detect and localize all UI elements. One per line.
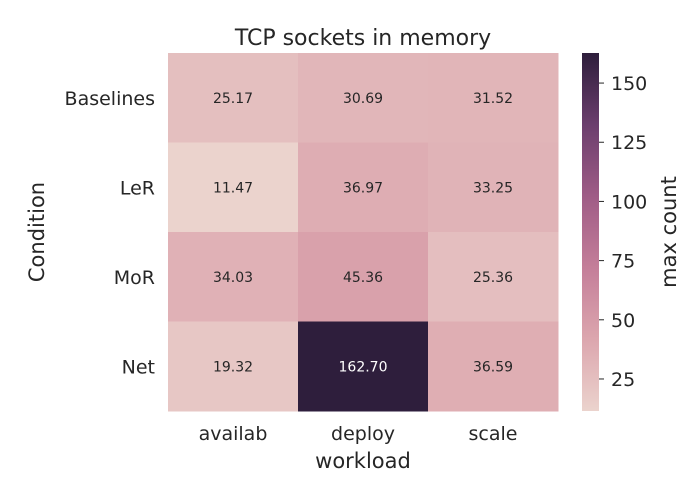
- cell-value-label: 11.47: [213, 180, 253, 196]
- cell-value-label: 19.32: [213, 359, 253, 375]
- heatmap-cell: [428, 321, 559, 412]
- heatmap-cell: [298, 232, 429, 322]
- heatmap-cell: [428, 142, 559, 233]
- x-tick-labels: availab deploy scale: [199, 423, 518, 445]
- colorbar-label: max count: [657, 176, 681, 288]
- cell-value-label: 33.25: [473, 180, 513, 196]
- cell-value-label: 36.97: [343, 180, 383, 196]
- heatmap-cells: 25.17 30.69 31.52 11.47 36.97 33.25 34.03 45.36…: [168, 53, 559, 412]
- colorbar-tick-label: 25: [611, 369, 635, 391]
- cell-value-label: 30.69: [343, 91, 383, 107]
- heatmap-cell: [168, 53, 299, 143]
- cell-value-label: 162.70: [339, 359, 388, 375]
- heatmap-cell: [298, 321, 429, 412]
- y-tick-label: LeR: [120, 177, 155, 199]
- heatmap-cell: [298, 53, 429, 143]
- y-tick-label: MoR: [114, 267, 155, 289]
- x-tick-label: scale: [469, 423, 518, 445]
- cell-value-label: 25.36: [473, 270, 513, 286]
- heatmap-cell: [168, 232, 299, 322]
- cell-value-label: 31.52: [473, 91, 513, 107]
- colorbar-tick-label: 50: [611, 310, 635, 332]
- heatmap-cell: [298, 142, 429, 233]
- y-axis-label: Condition: [25, 182, 49, 282]
- colorbar-tick-label: 125: [611, 132, 647, 154]
- cell-value-label: 34.03: [213, 270, 253, 286]
- x-tick-label: deploy: [331, 423, 395, 445]
- x-axis-label: workload: [315, 449, 411, 473]
- colorbar-ticks: 25 50 75 100 125 150: [599, 73, 647, 391]
- heatmap-cell: [168, 142, 299, 233]
- colorbar-tick-label: 100: [611, 191, 647, 213]
- colorbar: [582, 53, 599, 411]
- colorbar-tick-label: 75: [611, 251, 635, 273]
- cell-value-label: 25.17: [213, 91, 253, 107]
- cell-value-label: 36.59: [473, 359, 513, 375]
- heatmap-cell: [428, 53, 559, 143]
- cell-value-label: 45.36: [343, 270, 383, 286]
- chart-title: TCP sockets in memory: [234, 26, 491, 51]
- heatmap-cell: [428, 232, 559, 322]
- y-tick-label: Baselines: [65, 88, 155, 110]
- colorbar-tick-label: 150: [611, 73, 647, 95]
- y-tick-label: Net: [122, 356, 155, 378]
- heatmap-cell: [168, 321, 299, 412]
- x-tick-label: availab: [199, 423, 268, 445]
